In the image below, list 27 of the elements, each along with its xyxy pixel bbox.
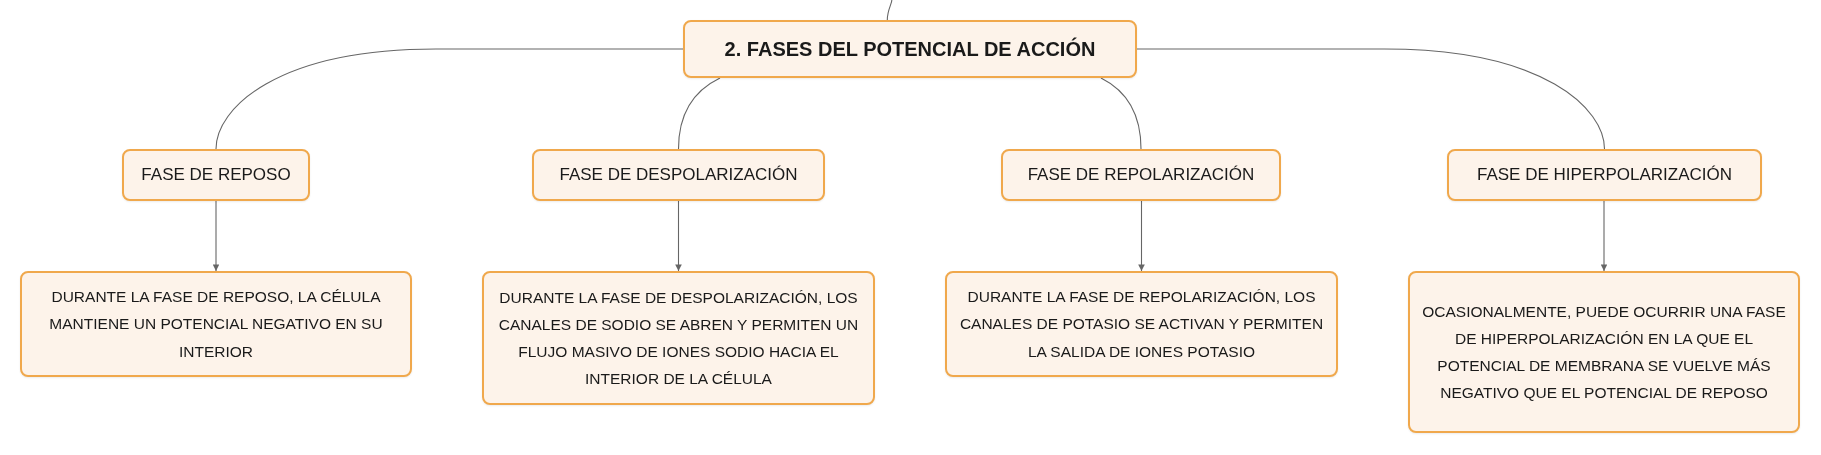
- description-box: [20, 271, 412, 377]
- connector: [1138, 200, 1145, 272]
- phase-box: [532, 149, 825, 201]
- description-box: [482, 271, 875, 405]
- description-box: [945, 271, 1338, 377]
- title-text: FASE DE REPOSO: [141, 164, 291, 186]
- title-text: 2. FASES DEL POTENCIAL DE ACCIÓN: [724, 37, 1096, 61]
- description-text: DURANTE LA FASE DE REPOLARIZACIÓN, LOS CANALES DE POTASIO SE ACTIVAN Y PERMITEN LA SALIDA DE IONES POTASIO: [959, 287, 1324, 362]
- connector: [675, 200, 682, 272]
- topic-box: [683, 20, 1137, 78]
- connector: [1600, 200, 1608, 272]
- title-text: FASE DE HIPERPOLARIZACIÓN: [1476, 164, 1733, 186]
- title-text: FASE DE DESPOLARIZACIÓN: [559, 164, 798, 186]
- description-text: OCASIONALMENTE, PUEDE OCURRIR UNA FASE DE HIPERPOLARIZACIÓN EN LA QUE EL POTENCIAL DE MEMBRANA SE VUELVE MÁS NEGATIVO QUE EL POTENCIAL DE REPOSO: [1422, 301, 1786, 404]
- title-text: FASE DE REPOLARIZACIÓN: [1027, 164, 1255, 186]
- description-text: DURANTE LA FASE DE REPOSO, LA CÉLULA MANTIENE UN POTENCIAL NEGATIVO EN SU INTERIOR: [48, 287, 384, 362]
- connector: [215, 48, 684, 150]
- connector: [886, 0, 893, 21]
- phase-box: [122, 149, 310, 201]
- connector: [212, 200, 220, 272]
- description-text: DURANTE LA FASE DE DESPOLARIZACIÓN, LOS CANALES DE SODIO SE ABREN Y PERMITEN UN FLUJO MASIVO DE IONES SODIO HACIA EL INTERIOR DE LA CÉLULA: [497, 287, 860, 390]
- connector: [1136, 48, 1606, 150]
- connector: [1100, 77, 1142, 150]
- description-box: [1408, 271, 1800, 433]
- connector: [677, 77, 721, 150]
- phase-box: [1001, 149, 1281, 201]
- phase-box: [1447, 149, 1762, 201]
